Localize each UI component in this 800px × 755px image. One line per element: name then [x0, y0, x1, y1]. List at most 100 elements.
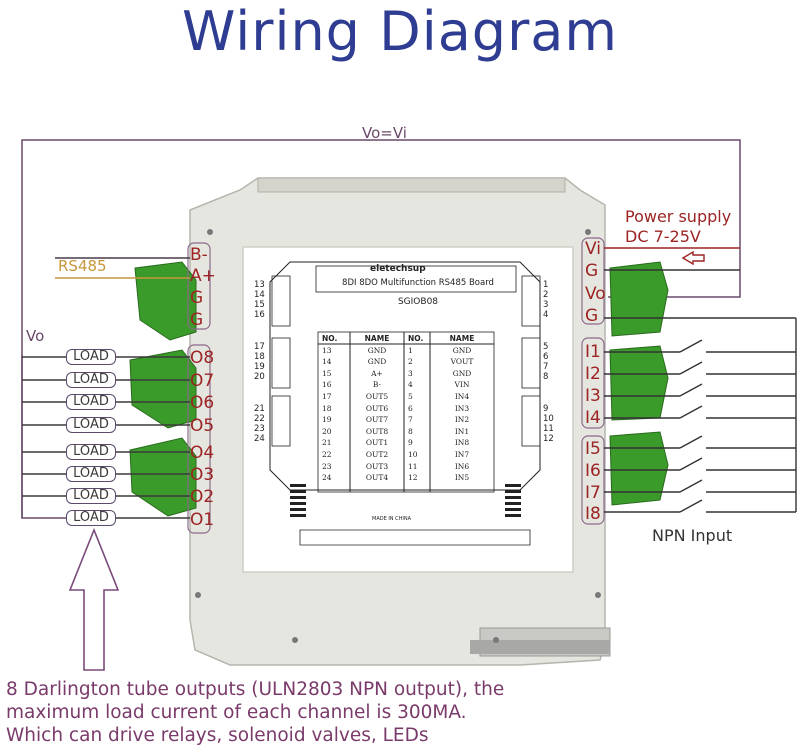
right-terminal-frame-inputs-2 — [581, 435, 605, 525]
terminal-o6: O6 — [190, 393, 215, 413]
table-cell: A+ — [371, 368, 383, 378]
board-name: 8DI 8DO Multifunction RS485 Board — [342, 278, 494, 288]
table-cell: VIN — [454, 380, 470, 390]
terminal-o8: O8 — [190, 348, 215, 368]
table-cell: GND — [367, 345, 387, 355]
load-box: LOAD — [66, 349, 116, 365]
pin-number: 9 — [543, 404, 549, 414]
table-cell: 23 — [322, 461, 332, 471]
terminal-vi: Vi — [585, 239, 601, 259]
vo-label: Vo — [26, 327, 45, 345]
pin-number: 3 — [543, 300, 549, 310]
note-line: Which can drive relays, solenoid valves,… — [6, 725, 429, 746]
pin-number: 19 — [254, 362, 265, 372]
table-cell: 15 — [322, 368, 332, 378]
vo-vi-label: Vo=Vi — [362, 124, 407, 142]
table-cell: 14 — [322, 357, 332, 367]
terminal-i8: I8 — [585, 504, 601, 524]
pin-number: 10 — [543, 414, 554, 424]
table-cell: 6 — [408, 403, 413, 413]
terminal-g-left-2: G — [190, 310, 204, 330]
terminal-i4: I4 — [585, 408, 601, 428]
load-box: LOAD — [66, 394, 116, 410]
terminal-i7: I7 — [585, 483, 601, 503]
power-supply-label: Power supply — [625, 207, 732, 226]
table-cell: NAME — [364, 334, 390, 343]
diagram-title: Wiring Diagram — [182, 0, 618, 63]
table-cell: GND — [452, 368, 472, 378]
table-cell: 19 — [322, 415, 332, 425]
pin-number: 12 — [543, 434, 554, 444]
table-row: 13 GND 1 GND — [318, 345, 494, 357]
table-cell: OUT7 — [365, 415, 389, 425]
terminal-i2: I2 — [585, 364, 601, 384]
table-cell: 10 — [408, 449, 418, 459]
pin-number: 24 — [254, 434, 265, 444]
power-arrow-icon — [681, 250, 705, 266]
load-box: LOAD — [66, 372, 116, 388]
terminal-g-right-2: G — [585, 306, 599, 326]
table-cell: OUT4 — [365, 473, 389, 483]
table-cell: NO. — [408, 334, 424, 343]
table-cell: OUT1 — [365, 438, 389, 448]
table-cell: B- — [372, 380, 382, 390]
table-cell: VOUT — [450, 357, 474, 367]
terminal-o3: O3 — [190, 465, 215, 485]
table-cell: IN7 — [454, 449, 470, 459]
terminal-o4: O4 — [190, 443, 215, 463]
table-cell: 17 — [322, 391, 332, 401]
pin-number: 1 — [543, 280, 549, 290]
table-cell: 13 — [322, 345, 332, 355]
output-wires — [22, 356, 190, 519]
up-arrow-icon — [68, 527, 120, 671]
terminal-b-minus: B- — [190, 245, 208, 265]
load-box: LOAD — [66, 466, 116, 482]
table-cell: IN3 — [454, 403, 470, 413]
table-cell: 12 — [408, 473, 418, 483]
load-box: LOAD — [66, 488, 116, 504]
output-description: 8 Darlington tube outputs (ULN2803 NPN o… — [6, 678, 796, 747]
table-cell: 2 — [408, 357, 413, 367]
right-terminal-frame-top — [581, 237, 605, 325]
pin-number: 17 — [254, 342, 265, 352]
npn-input-label: NPN Input — [652, 526, 733, 545]
table-cell: IN4 — [454, 391, 470, 401]
pin-number: 8 — [543, 372, 549, 382]
table-cell: GND — [452, 345, 472, 355]
table-cell: OUT8 — [365, 426, 389, 436]
table-cell: 5 — [408, 391, 413, 401]
table-cell: 4 — [408, 380, 413, 390]
pin-number: 6 — [543, 352, 549, 362]
note-line: maximum load current of each channel is … — [6, 702, 467, 723]
table-cell: 1 — [408, 345, 413, 355]
note-line: 8 Darlington tube outputs (ULN2803 NPN o… — [6, 679, 505, 700]
table-cell: 9 — [408, 438, 413, 448]
pin-number: 23 — [254, 424, 265, 434]
table-cell: 18 — [322, 403, 332, 413]
table-row: 19 OUT7 7 IN2 — [318, 414, 494, 426]
dc-range-label: DC 7-25V — [625, 227, 701, 246]
table-cell: OUT2 — [365, 449, 389, 459]
load-box: LOAD — [66, 444, 116, 460]
terminal-a-plus: A+ — [190, 266, 216, 286]
table-cell: IN6 — [454, 461, 470, 471]
table-cell: NAME — [449, 334, 475, 343]
table-cell: IN2 — [454, 415, 470, 425]
table-cell: OUT3 — [365, 461, 389, 471]
pin-number: 5 — [543, 342, 549, 352]
pin-number: 11 — [543, 424, 554, 434]
table-cell: 24 — [322, 473, 332, 483]
right-terminal-blocks — [609, 261, 669, 506]
table-cell: 7 — [408, 415, 413, 425]
